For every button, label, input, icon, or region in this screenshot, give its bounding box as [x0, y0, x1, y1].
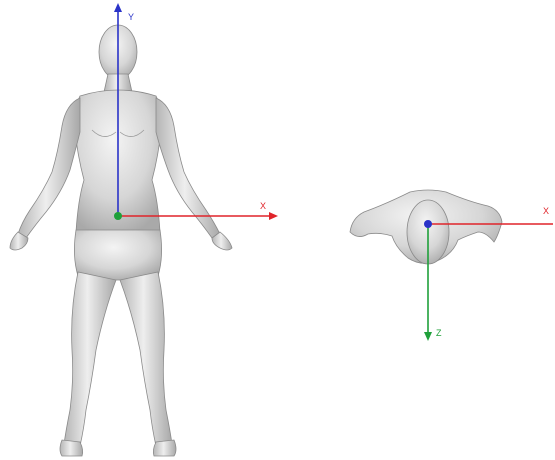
right-foot	[153, 440, 176, 456]
x-axis-label-top: X	[543, 206, 549, 216]
x-axis-arrowhead	[269, 212, 278, 220]
y-axis-label: Y	[128, 12, 134, 22]
origin-point-top	[424, 220, 432, 228]
left-foot	[60, 440, 83, 456]
origin-point	[114, 212, 122, 220]
right-arm	[156, 98, 220, 238]
left-arm	[18, 98, 80, 238]
human-body-front	[10, 25, 232, 456]
pelvis	[74, 230, 161, 280]
left-leg	[64, 272, 116, 446]
front-view: Y X	[10, 3, 278, 456]
x-axis-label: X	[260, 201, 266, 211]
top-view: Z X	[350, 190, 553, 341]
z-axis-label: Z	[436, 328, 442, 338]
z-axis-arrowhead	[424, 332, 432, 341]
right-leg	[120, 272, 172, 446]
y-axis-arrowhead	[114, 3, 122, 12]
